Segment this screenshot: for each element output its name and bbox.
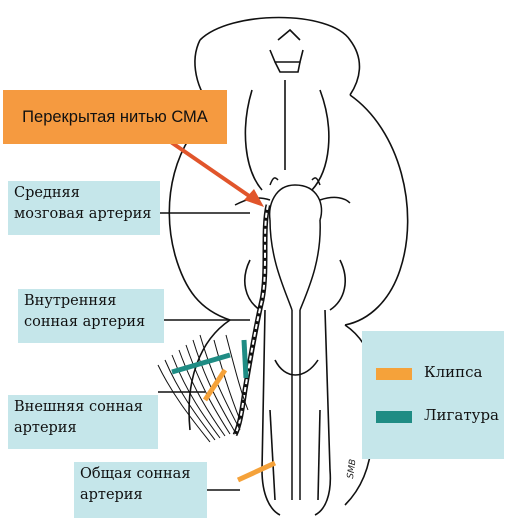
- legend-ligature-label: Лигатура: [424, 406, 499, 424]
- label-leaders: [158, 213, 250, 490]
- legend-clip-swatch: [376, 368, 412, 380]
- eca-label: Внешняя сонная артерия: [8, 395, 158, 449]
- legend: Клипса Лигатура: [362, 331, 504, 459]
- occluded-mca-callout: Перекрытая нитью СМА: [3, 90, 227, 144]
- ica-label: Внутренняя сонная артерия: [18, 289, 164, 343]
- legend-clip-label: Клипса: [424, 363, 482, 381]
- cca-label: Общая сонная артерия: [74, 462, 207, 518]
- mca-label: Средняя мозговая артерия: [8, 181, 160, 235]
- callout-arrow: [165, 138, 264, 207]
- ligature-marks: [172, 340, 246, 378]
- legend-ligature-swatch: [376, 411, 412, 423]
